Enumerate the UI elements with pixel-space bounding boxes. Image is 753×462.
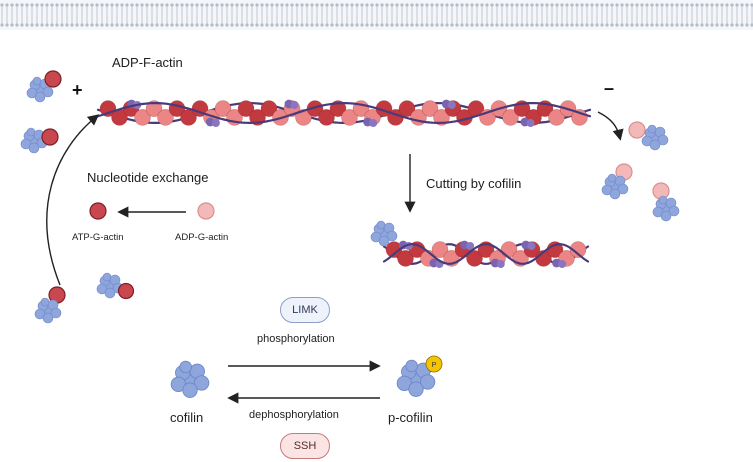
- cofilin-label: cofilin: [170, 410, 204, 425]
- atp-actin-monomer: [41, 128, 59, 146]
- phosphorylation-label: phosphorylation: [257, 333, 335, 345]
- atp-actin-monomer: [44, 70, 62, 88]
- filament-label: ADP-F-actin: [112, 55, 183, 70]
- atp-g-actin-label: ATP-G-actin: [72, 232, 124, 243]
- adp-g-actin-monomer: [197, 202, 215, 220]
- minus-end-label: –: [604, 78, 615, 98]
- cofilin-protein-icon: [601, 173, 629, 200]
- cofilin-protein-icon: [170, 360, 210, 399]
- atp-actin-monomer: [117, 282, 135, 300]
- plus-end-label: +: [72, 80, 83, 100]
- ssh-badge: SSH: [280, 433, 330, 459]
- limk-badge: LIMK: [280, 297, 330, 323]
- cofilin-protein-icon: [652, 195, 680, 222]
- arrow-depolymerize: [597, 111, 624, 141]
- phosphate-icon: P: [425, 355, 443, 373]
- adp-g-actin-label: ADP-G-actin: [175, 232, 229, 243]
- adp-actin-monomer: [628, 121, 646, 139]
- nucleotide-exchange-label: Nucleotide exchange: [87, 170, 209, 185]
- arrow-recycle: [46, 114, 100, 286]
- severed-filament: [382, 240, 590, 268]
- cofilin-protein-icon: [34, 297, 62, 324]
- p-cofilin-label: p-cofilin: [388, 410, 433, 425]
- arrows: [46, 111, 624, 404]
- cutting-label: Cutting by cofilin: [426, 176, 522, 191]
- adp-f-actin-filament: [96, 99, 592, 127]
- atp-g-actin-monomer: [89, 202, 107, 220]
- cofilin-protein-icon: [641, 124, 669, 151]
- membrane-icon: [0, 0, 753, 30]
- svg-text:P: P: [432, 362, 437, 369]
- dephosphorylation-label: dephosphorylation: [249, 409, 339, 421]
